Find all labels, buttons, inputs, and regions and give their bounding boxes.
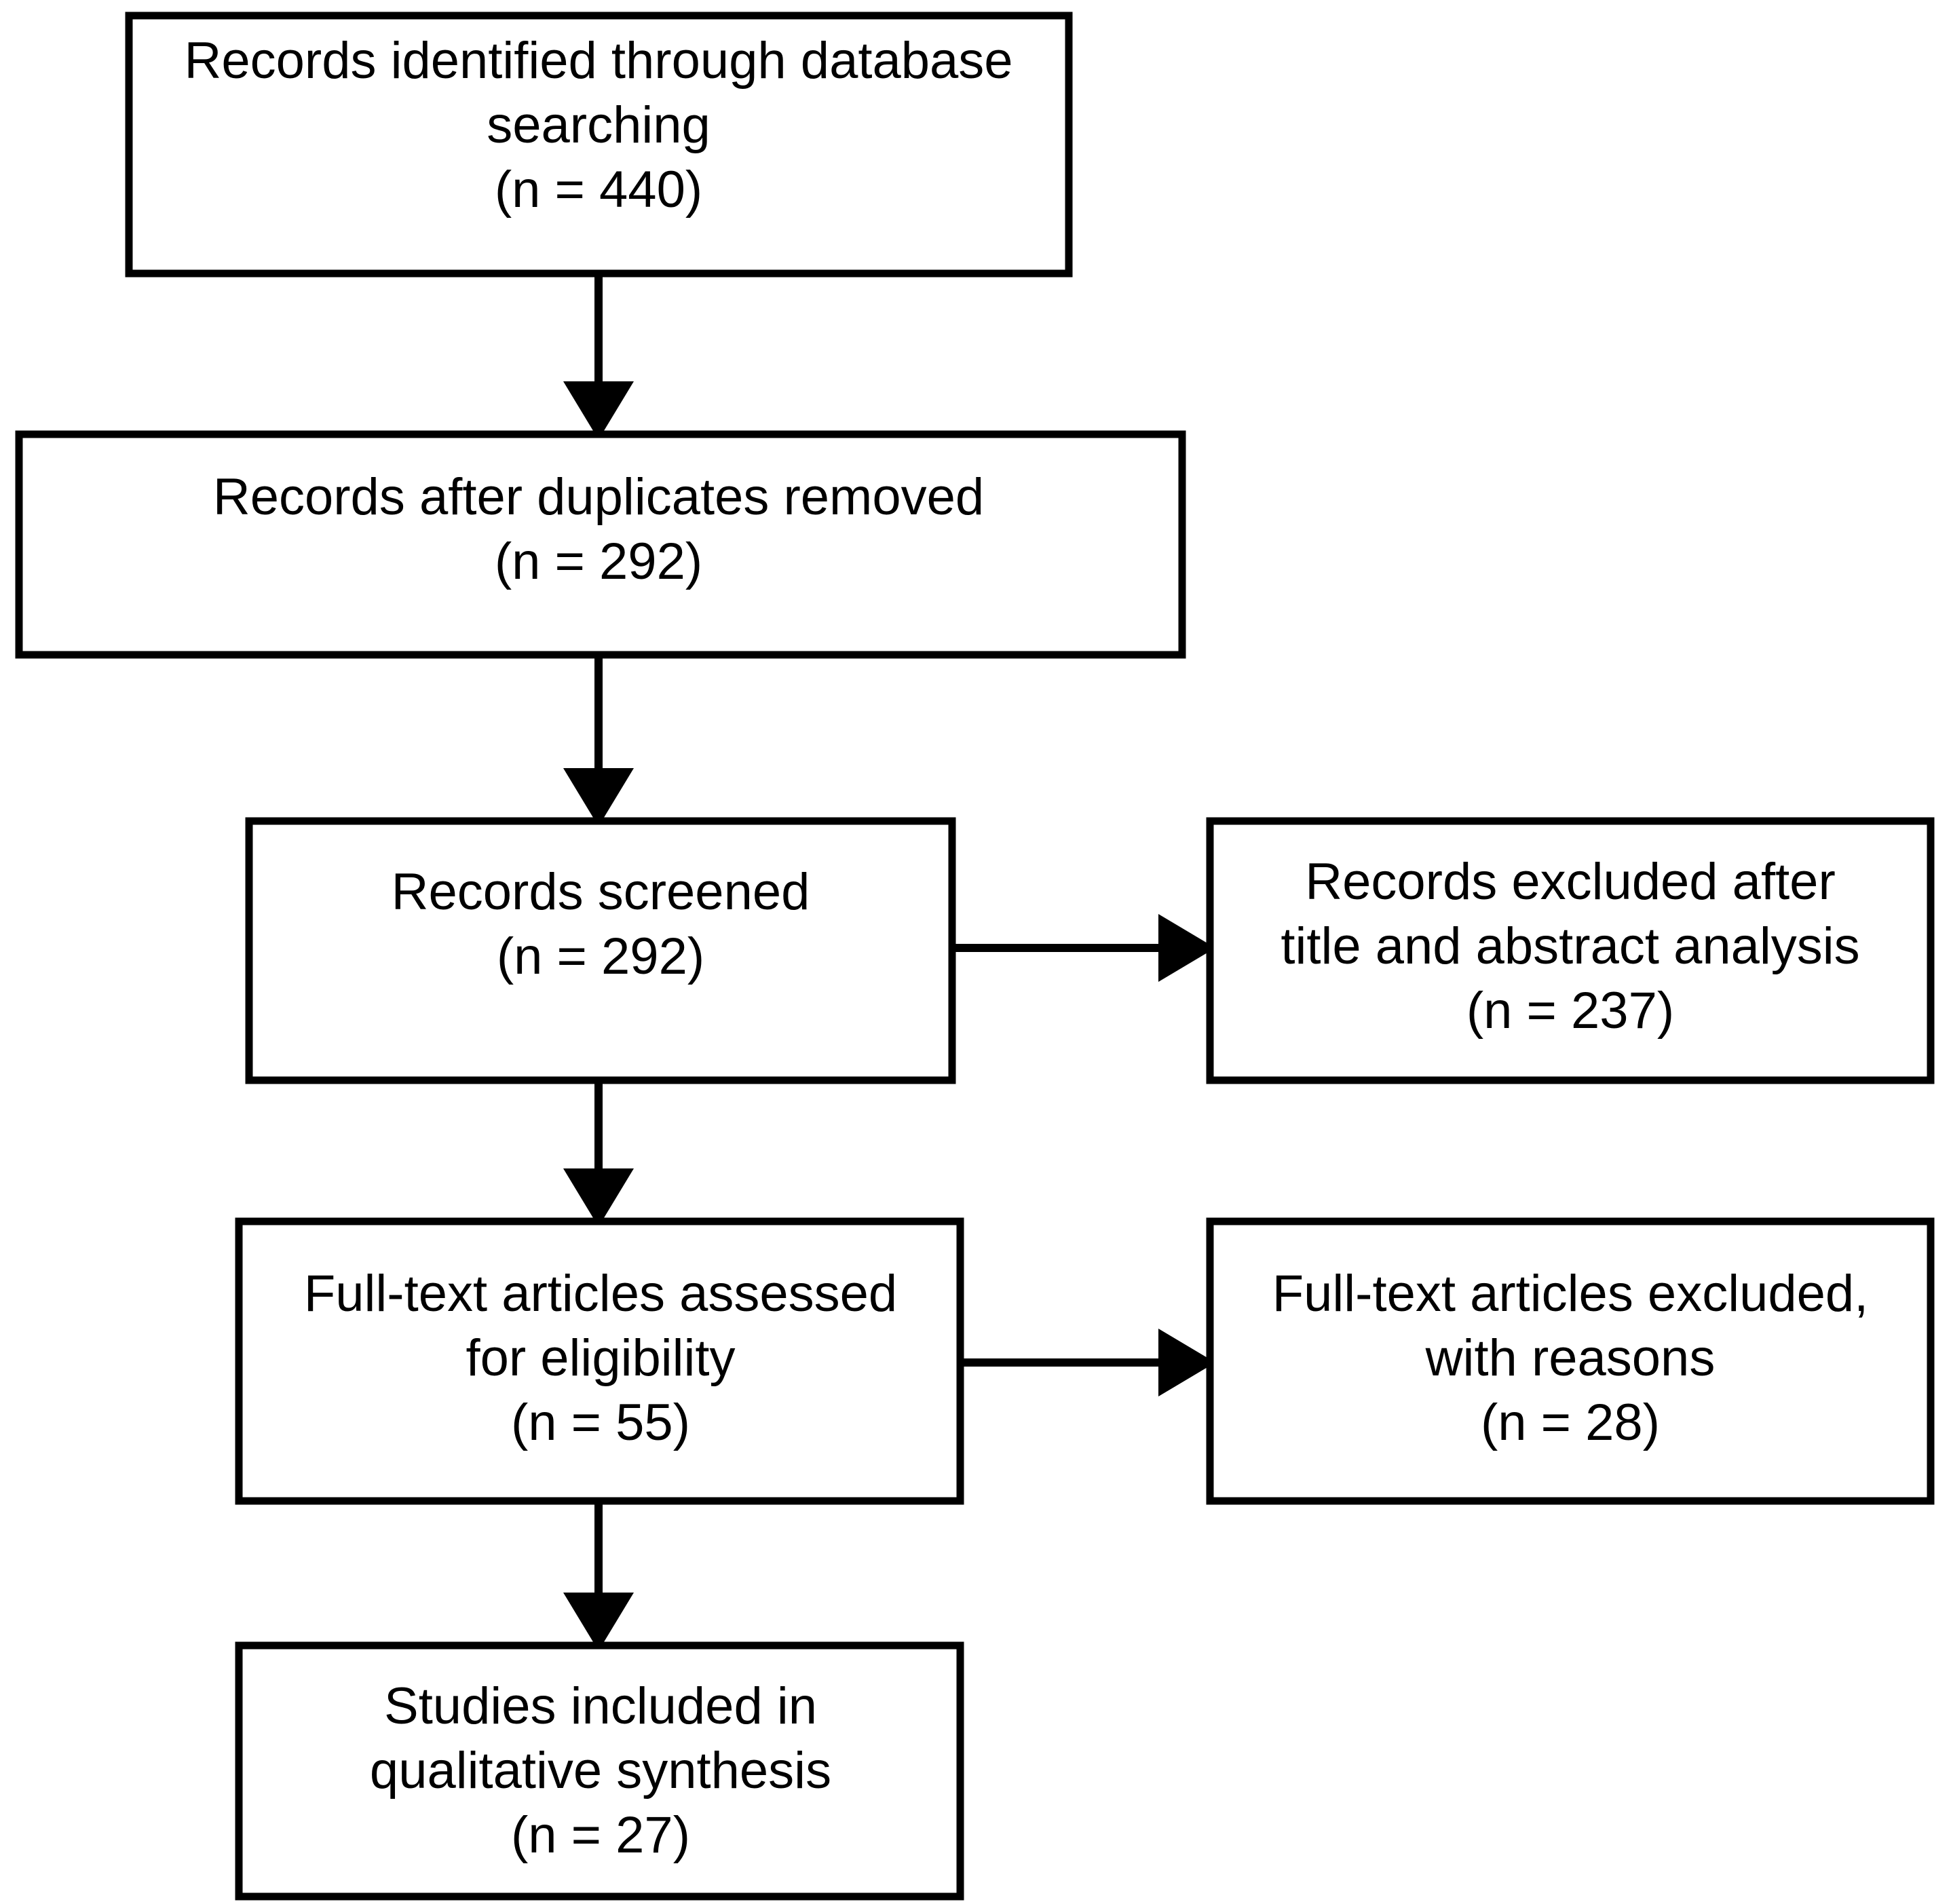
full-text-assessed-line-1: Full-text articles assessed [304,1265,897,1322]
full-text-assessed-count: (n = 55) [511,1394,690,1451]
records-excluded-line-1: Records excluded after [1305,853,1836,911]
records-excluded-box: Records excluded after title and abstrac… [1206,817,1935,1084]
records-screened-box: Records screened (n = 292) [245,817,956,1084]
studies-included-count: (n = 27) [511,1806,690,1864]
full-text-excluded-count: (n = 28) [1481,1394,1660,1451]
records-after-duplicates-line-1: Records after duplicates removed [213,468,984,526]
records-identified-line-2: searching [487,96,711,154]
full-text-excluded-line-1: Full-text articles excluded, [1272,1265,1869,1322]
records-after-duplicates-count: (n = 292) [495,533,702,590]
records-after-duplicates-box: Records after duplicates removed (n = 29… [15,430,1186,659]
arrow-screened-to-excluded [952,914,1215,982]
studies-included-line-2: qualitative synthesis [370,1742,831,1800]
records-excluded-line-2: title and abstract analysis [1281,917,1859,975]
arrow-eligibility-to-full-text-excluded [960,1329,1215,1396]
full-text-excluded-line-2: with reasons [1425,1329,1716,1387]
full-text-assessed-box: Full-text articles assessed for eligibil… [235,1217,964,1505]
records-screened-count: (n = 292) [497,928,704,985]
full-text-excluded-box: Full-text articles excluded, with reason… [1206,1217,1935,1505]
records-identified-box: Records identified through database sear… [125,12,1073,278]
records-identified-count: (n = 440) [495,161,702,218]
studies-included-box: Studies included in qualitative synthesi… [235,1641,964,1901]
full-text-assessed-line-2: for eligibility [466,1329,735,1387]
arrow-eligibility-to-included [563,1501,634,1651]
arrow-screened-to-eligibility [563,1080,634,1227]
arrow-identification-to-duplicates [563,273,634,440]
records-screened-line-1: Records screened [392,863,810,921]
arrow-duplicates-to-screened [563,655,634,826]
records-excluded-count: (n = 237) [1466,982,1674,1040]
records-identified-line-1: Records identified through database [184,32,1012,90]
studies-included-line-1: Studies included in [384,1677,817,1735]
